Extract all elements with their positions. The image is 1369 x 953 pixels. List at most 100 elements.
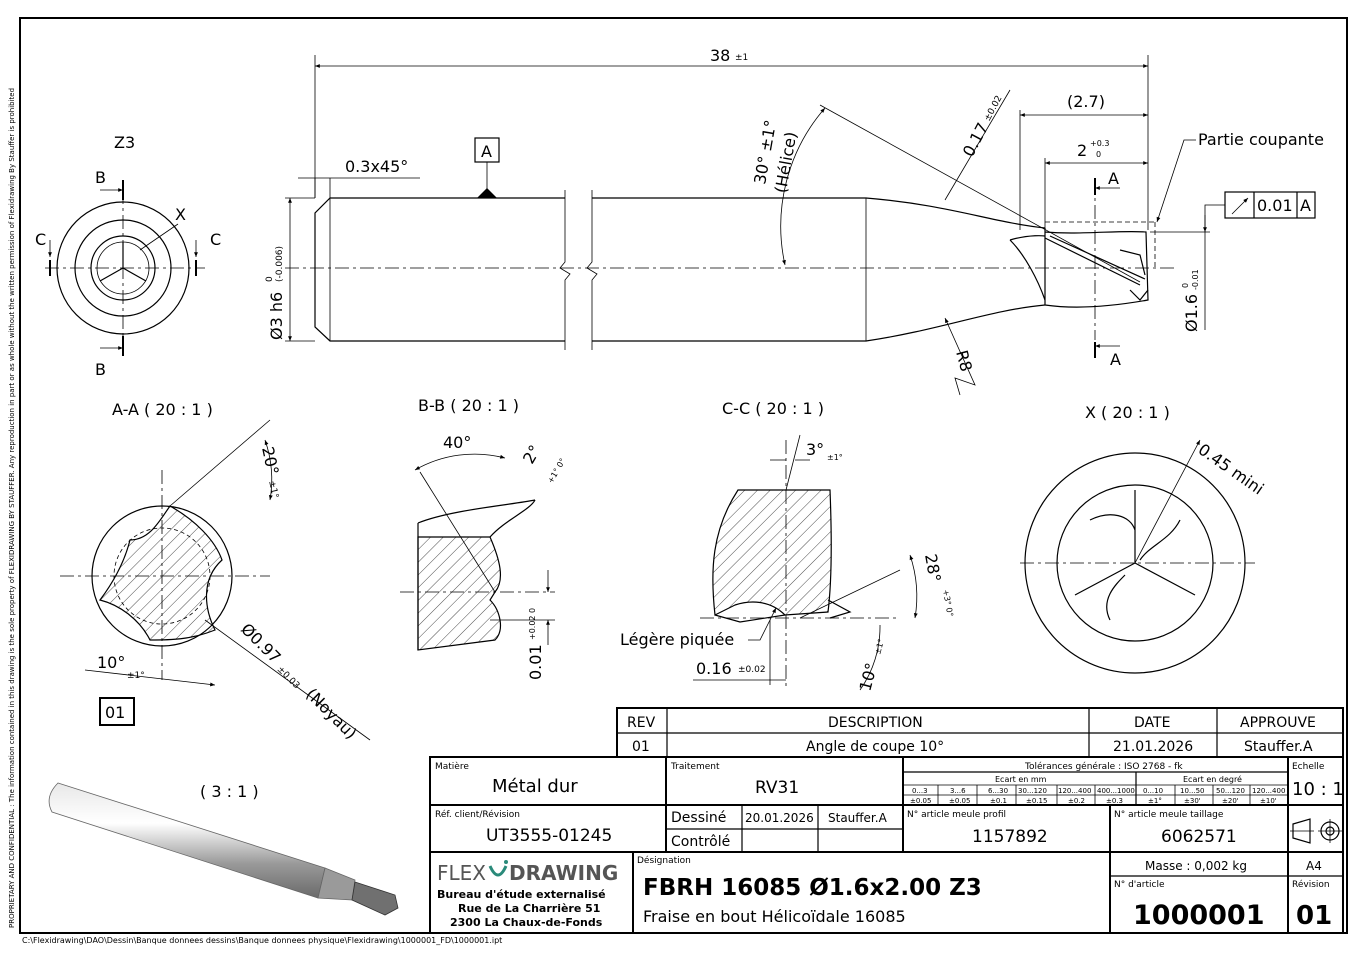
company-logo: FLEX DRAWING <box>437 860 618 885</box>
tol-deg-value: ±1° <box>1148 797 1162 805</box>
core-note: (Noyau) <box>302 684 360 742</box>
tol-mm-value: ±0.1 <box>990 797 1007 805</box>
cut-tol-upper: +0.3 <box>1090 139 1109 148</box>
tol-mm-range: 3...6 <box>950 787 966 795</box>
tol-mm-value: ±0.2 <box>1068 797 1085 805</box>
ref-length: (2.7) <box>1067 92 1105 111</box>
cc-angle2-tol: +3° 0° <box>941 589 955 618</box>
rev-header: REV <box>627 715 656 731</box>
cc-angle3-tol: ±1° <box>873 638 886 656</box>
main-view: A A 38 ±1 0.3x45° A Ø3 h6 0 (-0.006) 30°… <box>265 46 1324 396</box>
bb-length: 0.01 <box>526 644 545 680</box>
runout-icon <box>1231 197 1249 215</box>
projection-symbol-icon <box>1290 818 1342 844</box>
runout-value: 0.01 <box>1257 196 1293 215</box>
confidential-notice: PROPRIETARY AND CONFIDENTIAL : The infor… <box>8 88 16 928</box>
rev-cell: 01 <box>632 739 650 755</box>
tol-deg-range: 10...50 <box>1180 787 1205 795</box>
core-dia: Ø0.97 <box>237 619 285 667</box>
tol-mm-value: ±0.3 <box>1106 797 1123 805</box>
scale-value: 10 : 1 <box>1292 779 1344 800</box>
tol-deg-value: ±30' <box>1184 797 1201 805</box>
tol-mm-range: 30...120 <box>1018 787 1047 795</box>
end-view-z3: Z3 B B C C X <box>35 133 221 379</box>
treatment-label: Traitement <box>670 762 720 772</box>
section-view-bb: B-B ( 20 : 1 ) 40° 2° +1° 0° 0.01 +0.02 … <box>400 396 567 680</box>
revision-balloon: 01 <box>105 703 125 722</box>
scale-label: Echelle <box>1292 762 1325 772</box>
designation-label: Désignation <box>637 855 691 866</box>
tol-deg-range: 0...10 <box>1143 787 1163 795</box>
tol-mm-range: 120...400 <box>1058 787 1091 795</box>
drawn-date: 20.01.2026 <box>745 811 814 825</box>
designation-value: FBRH 16085 Ø1.6x2.00 Z3 <box>643 875 982 901</box>
x-label: X ( 20 : 1 ) <box>1085 403 1170 422</box>
datum-a: A <box>481 142 492 161</box>
tol-deg-value: ±20' <box>1222 797 1239 805</box>
profile-wheel-label: N° article meule profil <box>907 810 1006 820</box>
logo-text-drawing: DRAWING <box>509 861 618 885</box>
article-label: N° d'article <box>1114 880 1165 890</box>
profile-wheel-value: 1157892 <box>972 827 1048 847</box>
runout-datum: A <box>1300 196 1311 215</box>
client-ref-value: UT3555-01245 <box>486 826 612 846</box>
approve-cell: Stauffer.A <box>1244 739 1313 755</box>
revision-table: REV DESCRIPTION DATE APPROUVE 01 Angle d… <box>616 707 1344 758</box>
company-line-3: 2300 La Chaux-de-Fonds <box>450 916 603 929</box>
aa-angle2: 10° <box>97 653 125 672</box>
chamfer-dim: 0.3x45° <box>345 157 408 176</box>
designation-subtitle: Fraise en bout Hélicoïdale 16085 <box>643 907 906 926</box>
drawn-by: Stauffer.A <box>828 811 888 825</box>
cc-angle2: 28° <box>921 552 945 583</box>
company-line-2: Rue de La Charrière 51 <box>458 902 600 915</box>
material-label: Matière <box>435 761 469 772</box>
aa-label: A-A ( 20 : 1 ) <box>112 400 213 419</box>
cut-tol-lower: 0 <box>1096 150 1101 159</box>
file-path: C:\Flexidrawing\DAO\Dessin\Banque donnee… <box>22 936 502 945</box>
tol-mm-value: ±0.05 <box>910 797 931 805</box>
detail-view-x: X ( 20 : 1 ) 0.45 mini <box>1020 403 1268 674</box>
land-width: 0.17 <box>959 120 993 160</box>
section-view-cc: C-C ( 20 : 1 ) 3° ±1° 28° +3° 0° 10° ±1°… <box>620 399 955 693</box>
x-min: 0.45 mini <box>1195 440 1268 499</box>
title-block: Matière Métal dur Traitement RV31 Toléra… <box>429 756 1344 934</box>
approve-header: APPROUVE <box>1240 715 1316 731</box>
cutting-wheel-value: 6062571 <box>1161 827 1237 847</box>
drawn-label: Dessiné <box>671 810 726 826</box>
logo-text-flex: FLEX <box>437 861 486 885</box>
aa-angle: 20° <box>258 445 282 477</box>
iso-label: ( 3 : 1 ) <box>200 782 259 801</box>
bb-angle2-tol: +1° 0° <box>546 457 568 485</box>
shank-dia-dim: Ø3 h6 <box>267 292 286 340</box>
client-ref-label: Réf. client/Révision <box>435 809 520 820</box>
tol-mm-range: 6...30 <box>988 787 1008 795</box>
length-tol: ±1 <box>735 53 748 63</box>
aa-angle-tol: ±1° <box>266 480 279 499</box>
treatment-value: RV31 <box>755 778 799 798</box>
tol-deg-value: ±10' <box>1260 797 1277 805</box>
cc-length-tol: ±0.02 <box>738 665 766 675</box>
format-value: A4 <box>1306 859 1322 873</box>
head-tol-upper: 0 <box>1181 283 1190 288</box>
checked-label: Contrôlé <box>671 834 730 850</box>
cc-length: 0.16 <box>696 659 732 678</box>
z3-label: Z3 <box>114 133 135 152</box>
mass-value: Masse : 0,002 kg <box>1145 859 1247 873</box>
tol-deg-label: Ecart en degré <box>1183 774 1242 784</box>
bb-length-tol: +0.02 0 <box>528 608 537 640</box>
shank-tol-upper: 0 <box>265 276 275 282</box>
core-tol: ±0.03 <box>275 665 302 692</box>
cutting-wheel-label: N° article meule taillage <box>1114 810 1224 820</box>
head-dia-dim: Ø1.6 <box>1182 294 1201 332</box>
shank-tol-lower: (-0.006) <box>275 246 285 282</box>
cc-label: C-C ( 20 : 1 ) <box>722 399 824 418</box>
revision-label: Révision <box>1292 879 1330 890</box>
aa-angle2-tol: ±1° <box>127 671 145 681</box>
tol-deg-range: 120...400 <box>1252 787 1285 795</box>
cc-angle: 3° <box>806 440 824 459</box>
bb-label: B-B ( 20 : 1 ) <box>418 396 519 415</box>
detail-x-label: X <box>175 205 186 224</box>
cc-angle3: 10° <box>856 661 882 693</box>
company-line-1: Bureau d'étude externalisé <box>437 888 606 901</box>
